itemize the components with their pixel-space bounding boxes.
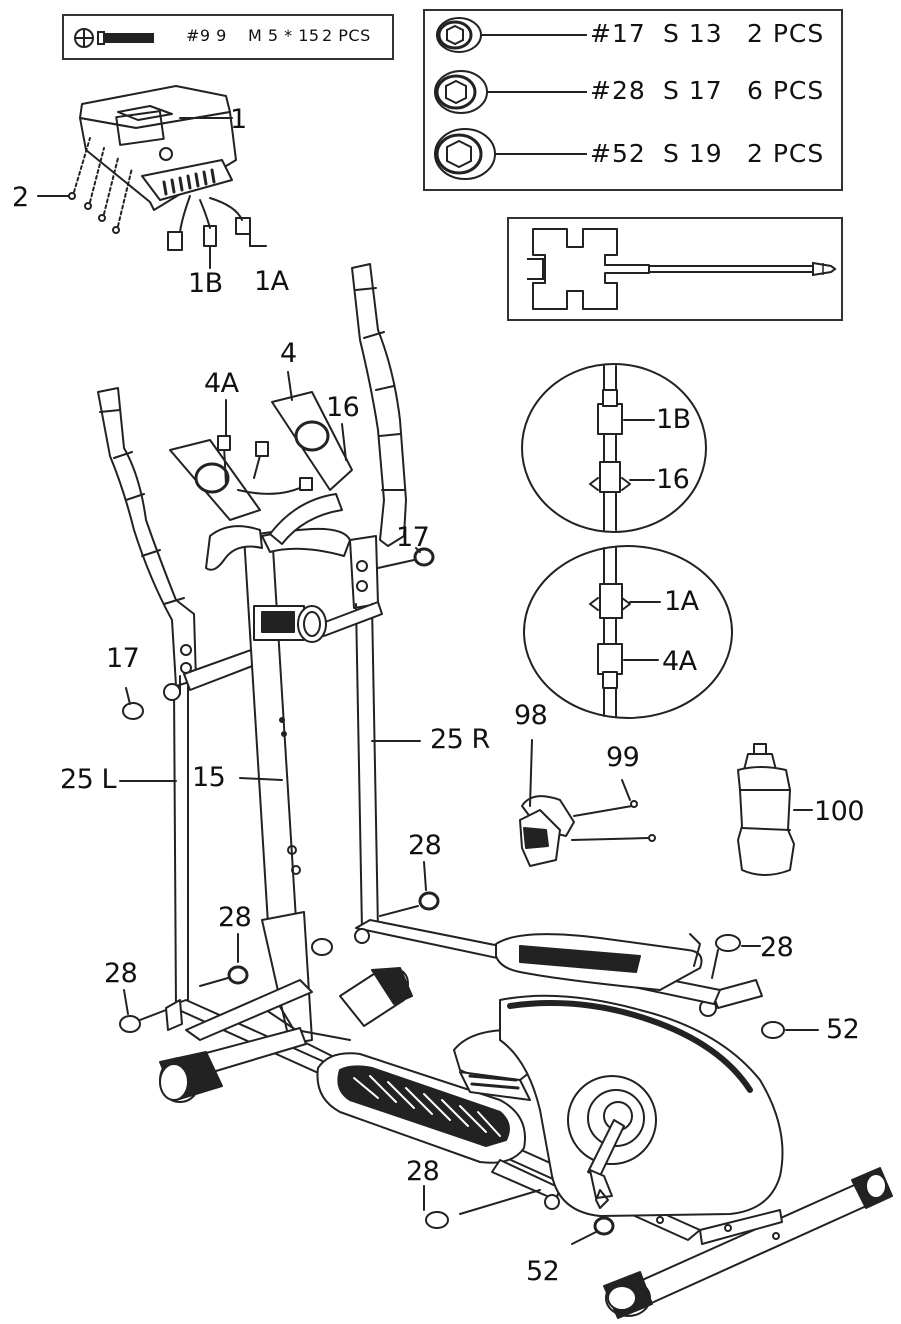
nut-row-1-part: #17: [590, 19, 646, 48]
flywheel-housing: [453, 994, 784, 1224]
label-nut-17-right: 17: [396, 522, 430, 553]
loose-nuts-and-caps: [119, 547, 819, 1245]
bolt-quantity: 2 PCS: [322, 26, 371, 45]
nut-row-3-qty: 2 PCS: [747, 139, 825, 168]
label-detail-1a: 1A: [664, 586, 699, 617]
wrench-tool-box: [507, 217, 843, 321]
upper-pivot-part-4: [169, 371, 353, 521]
wrench-screwdriver-icon: [527, 228, 837, 310]
console-part-1: [37, 85, 267, 269]
label-screw-99: 99: [606, 742, 640, 773]
label-cap-52-a: 52: [826, 1014, 860, 1045]
label-bottle-holder-98: 98: [514, 700, 548, 731]
label-wire-1b: 1B: [188, 268, 223, 299]
nut-17-icon: [436, 17, 587, 53]
nut-row-2-part: #28: [590, 76, 646, 105]
label-pivot-4: 4: [280, 338, 297, 369]
label-leaders: [119, 547, 427, 1211]
nut-52-icon: [434, 128, 587, 180]
main-mast-part-15: [205, 493, 351, 1061]
nut-row-2-qty: 6 PCS: [747, 76, 825, 105]
connector-detail-circle-top: [521, 363, 707, 533]
left-handlebar-part-25l: [97, 387, 269, 1011]
bolt-spec-box: #9 9 M 5 * 15 2 PCS: [62, 14, 394, 60]
nut-row-3-size: S 19: [663, 139, 723, 168]
bolt-icon: [74, 28, 154, 48]
label-bottle-100: 100: [814, 796, 865, 827]
label-wire-1a: 1A: [254, 266, 289, 297]
nut-spec-box: #17 S 13 2 PCS #28 S 17 6 PCS #52 S 19 2…: [423, 9, 843, 191]
label-console-1: 1: [230, 104, 247, 135]
nut-icons: [434, 17, 587, 180]
label-handlebar-25l: 25 L: [60, 764, 116, 795]
console-screws-part-2: [68, 137, 133, 234]
connector-detail-circle-bottom: [523, 545, 733, 719]
label-screw-2: 2: [12, 182, 29, 213]
label-detail-16: 16: [656, 464, 690, 495]
label-cap-28-c: 28: [104, 958, 138, 989]
left-pedal: [316, 1052, 561, 1210]
nut-row-1-qty: 2 PCS: [747, 19, 825, 48]
label-mast-15: 15: [192, 762, 226, 793]
right-handlebar-part-25r: [349, 263, 407, 931]
label-nut-28-b: 28: [218, 902, 252, 933]
water-bottle-part-100: [737, 743, 813, 876]
label-cap-28-e: 28: [406, 1156, 440, 1187]
label-cap-28-d: 28: [760, 932, 794, 963]
nut-28-icon: [434, 70, 587, 114]
nut-row-3-part: #52: [590, 139, 646, 168]
rear-rollers: [339, 967, 763, 1027]
right-pedal-arm: [354, 919, 721, 1005]
label-nut-17-left: 17: [106, 643, 140, 674]
nut-row-2-size: S 17: [663, 76, 723, 105]
label-detail-4a: 4A: [662, 646, 697, 677]
label-detail-1b: 1B: [656, 404, 691, 435]
label-wire-16: 16: [326, 392, 360, 423]
bottle-holder-part-98: [519, 739, 656, 867]
bolt-size: M 5 * 15: [248, 26, 320, 45]
label-wire-4a: 4A: [204, 368, 239, 399]
label-handlebar-25r: 25 R: [430, 724, 490, 755]
label-nut-52-b: 52: [526, 1256, 560, 1287]
bolt-part-number: #9 9: [186, 26, 227, 45]
label-nut-28-a: 28: [408, 830, 442, 861]
nut-row-1-size: S 13: [663, 19, 723, 48]
